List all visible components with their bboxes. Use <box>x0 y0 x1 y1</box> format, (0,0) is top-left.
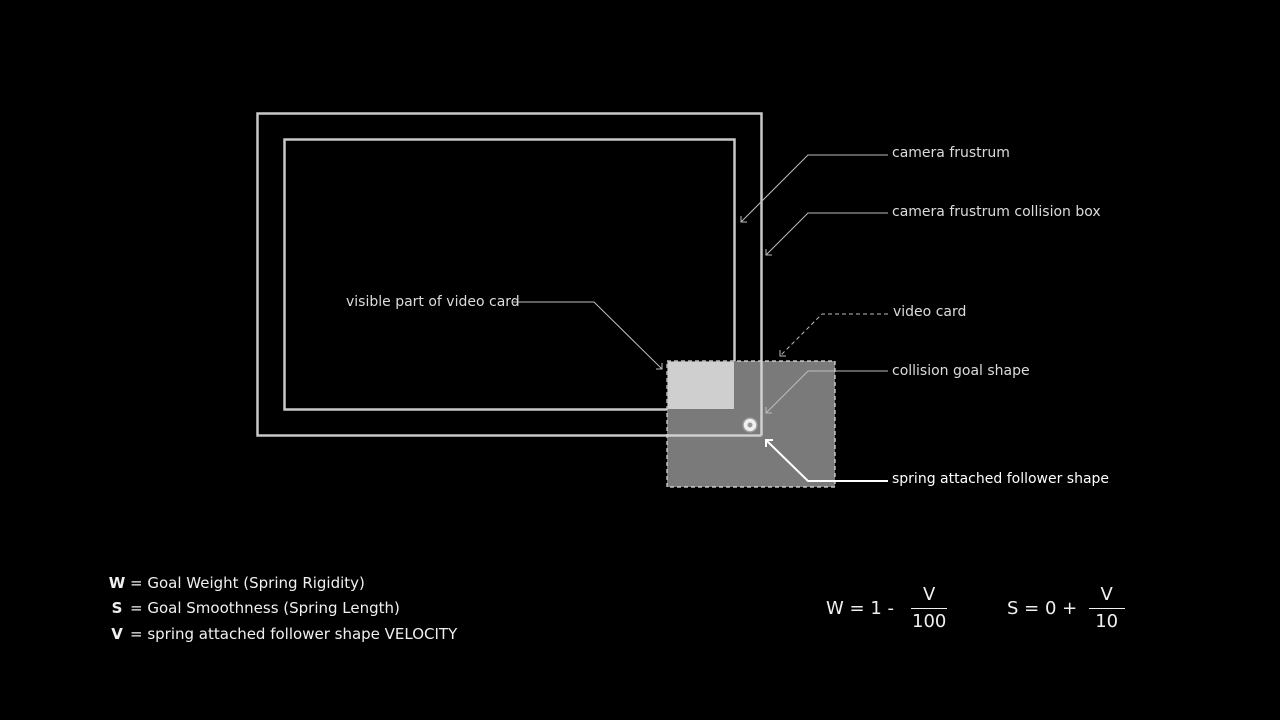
leader-camera-frustrum <box>740 154 888 223</box>
arrowhead-visible-part <box>656 363 663 370</box>
leader-follower <box>765 439 888 482</box>
legend-row-w: W = Goal Weight (Spring Rigidity) <box>104 570 457 596</box>
formula-w-lhs: W = 1 - <box>826 598 894 619</box>
legend-text-s: = Goal Smoothness (Spring Length) <box>130 599 400 618</box>
legend-symbol-w: W <box>108 573 126 592</box>
formula-s-numerator: V <box>1088 584 1125 609</box>
formula-w-denominator: 100 <box>912 611 947 632</box>
legend-symbol-s: S <box>111 599 123 618</box>
label-follower-shape: spring attached follower shape <box>892 471 1110 487</box>
arrowhead-collision-box <box>765 249 772 256</box>
camera-frustrum-collision-box <box>256 112 763 437</box>
camera-frustrum <box>283 138 736 411</box>
follower-shape-core <box>747 422 753 428</box>
arrowhead-video-card <box>779 350 786 357</box>
visible-part-of-video-card <box>668 362 734 409</box>
legend-text-v: = spring attached follower shape VELOCIT… <box>130 624 458 643</box>
label-video-card: video card <box>893 304 967 320</box>
legend: W = Goal Weight (Spring Rigidity) S = Go… <box>104 570 458 647</box>
leader-visible-part <box>513 301 663 370</box>
label-camera-frustrum: camera frustrum <box>892 145 1010 161</box>
formula-s-lhs: S = 0 + <box>1007 598 1078 619</box>
legend-text-w: = Goal Weight (Spring Rigidity) <box>130 573 365 592</box>
legend-row-s: S = Goal Smoothness (Spring Length) <box>104 596 457 622</box>
arrowhead-camera-frustrum <box>740 216 747 223</box>
legend-symbol-v: V <box>111 624 123 643</box>
label-visible-part: visible part of video card <box>346 294 520 310</box>
label-collision-box: camera frustrum collision box <box>892 204 1101 220</box>
formula-s-fraction: V 10 <box>1083 584 1130 633</box>
formula-w-numerator: V <box>911 584 948 609</box>
formula-s-denominator: 10 <box>1095 611 1119 632</box>
formula-s: S = 0 + V 10 <box>1007 584 1130 633</box>
formula-w-fraction: V 100 <box>900 584 958 633</box>
legend-row-v: V = spring attached follower shape VELOC… <box>104 621 457 647</box>
leader-collision-box <box>765 212 888 256</box>
arrowhead-collision-goal <box>765 407 772 414</box>
formula-w: W = 1 - V 100 <box>826 584 958 633</box>
label-collision-goal-shape: collision goal shape <box>892 363 1030 379</box>
leader-video-card <box>779 313 888 357</box>
arrowhead-follower <box>765 439 773 447</box>
leader-collision-goal <box>765 370 888 414</box>
